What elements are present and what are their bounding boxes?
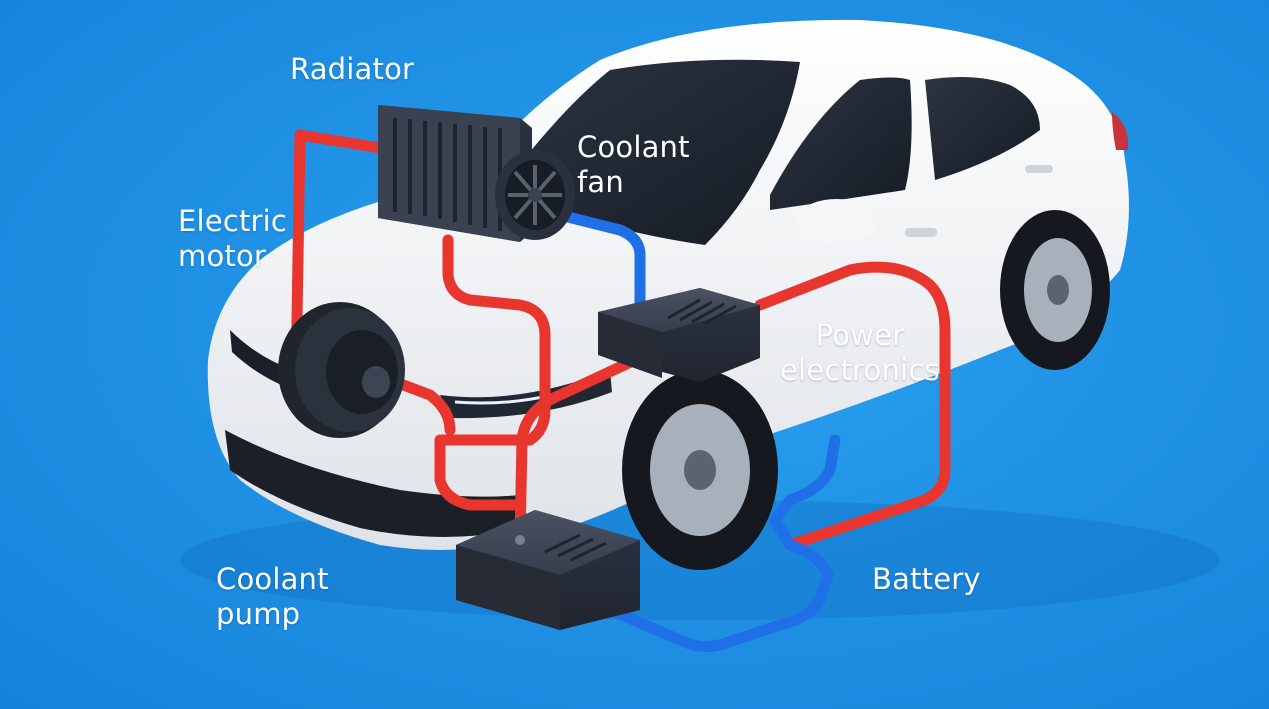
door-handle-front [905, 228, 937, 237]
door-handle-rear [1025, 165, 1053, 173]
battery-label: Battery [872, 562, 981, 597]
battery-label-text: Battery [872, 562, 981, 596]
pipe-electronics-to-battery [754, 261, 951, 551]
rear-wheel [1000, 210, 1110, 370]
power-electronics-label-line2: electronics [780, 353, 940, 387]
electric-motor-label-line1: Electric [178, 204, 288, 238]
electric-motor-label: Electric motor [178, 204, 287, 274]
coolant-fan-label: Coolant fan [577, 130, 690, 200]
electric-motor-unit [278, 302, 405, 438]
power-electronics-label: Power electronics [780, 318, 940, 388]
pipe-fan-to-electronics [554, 209, 646, 311]
car [207, 19, 1129, 570]
front-grille [225, 430, 520, 538]
headlight [440, 370, 612, 419]
coolant-pump-unit [456, 510, 640, 630]
coolant-fan-unit [495, 150, 575, 240]
front-side-window [770, 77, 912, 210]
radiator-label-text: Radiator [290, 52, 415, 86]
coolant-pump-label: Coolant pump [216, 562, 329, 632]
taillight [1112, 112, 1129, 150]
power-electronics-label-line1: Power [815, 318, 905, 352]
side-mirror [795, 199, 876, 242]
power-electronics-unit [598, 288, 760, 382]
coolant-fan-label-line2: fan [577, 165, 624, 199]
rear-side-window [925, 76, 1040, 180]
pipe-electronics-to-pump [514, 354, 641, 546]
coolant-pump-label-line2: pump [216, 597, 301, 631]
electric-motor-label-line2: motor [178, 239, 267, 273]
pipe-radiator-down [434, 234, 551, 511]
pipe-motor-to-pump [384, 374, 456, 436]
front-wheel [622, 370, 778, 570]
cold-coolant-pipes [554, 209, 841, 653]
radiator-unit [378, 105, 532, 242]
pipe-battery-loop [604, 434, 841, 653]
windshield [500, 59, 800, 245]
radiator-label: Radiator [290, 52, 414, 87]
coolant-pump-label-line1: Coolant [216, 562, 329, 596]
coolant-fan-label-line1: Coolant [577, 130, 690, 164]
